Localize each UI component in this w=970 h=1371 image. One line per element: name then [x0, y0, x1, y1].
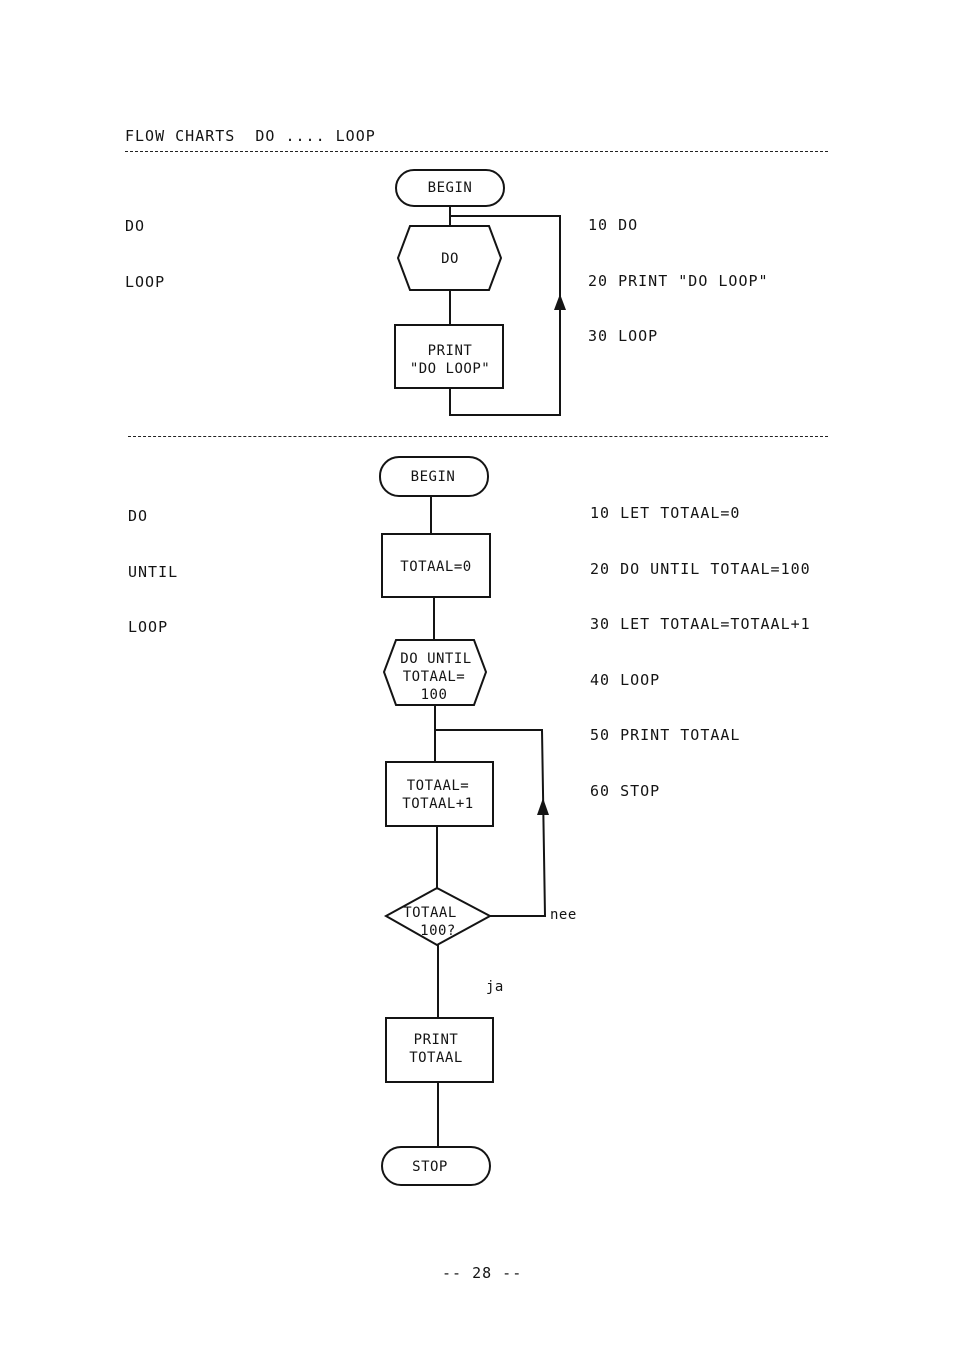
section2-label-line-2: UNTIL [128, 562, 179, 581]
do-until-line-2: TOTAAL= [403, 669, 466, 685]
section1-code-listing: 10 DO 20 PRINT "DO LOOP" 30 LOOP [588, 179, 769, 383]
section1-label-line-1: DO [125, 217, 146, 235]
print-total-box [385, 1017, 494, 1083]
stop-terminal [381, 1146, 491, 1186]
init-process-box [381, 533, 491, 598]
header-divider [125, 151, 828, 152]
flowchart-do-until-loop: BEGIN TOTAAL=0 DO UNTIL TOTAAL= 100 TOTA… [379, 456, 577, 1186]
begin-terminal-label: BEGIN [428, 180, 473, 196]
code-line: 10 DO [588, 216, 639, 234]
section2-code-listing: 10 LET TOTAAL=0 20 DO UNTIL TOTAAL=100 3… [590, 467, 811, 837]
begin-terminal-2-label: BEGIN [411, 469, 456, 485]
do-until-line-1: DO UNTIL [400, 651, 471, 667]
no-branch-arrow-up-icon [537, 798, 549, 815]
code-line: 30 LET TOTAAL=TOTAAL+1 [590, 615, 811, 633]
print-total-line-2: TOTAAL [409, 1050, 463, 1066]
no-branch-label: nee [550, 907, 577, 923]
begin-terminal-2 [379, 456, 489, 497]
section1-label-line-2: LOOP [125, 272, 166, 291]
code-line: 20 DO UNTIL TOTAAL=100 [590, 559, 811, 578]
flowchart-do-loop: BEGIN DO PRINT "DO LOOP" [394, 169, 566, 416]
code-line: 30 LOOP [588, 327, 659, 345]
init-process-label: TOTAAL=0 [400, 559, 471, 575]
code-line: 20 PRINT "DO LOOP" [588, 271, 769, 290]
begin-terminal [395, 169, 505, 207]
code-line: 50 PRINT TOTAAL [590, 726, 741, 744]
section-divider [128, 436, 828, 437]
print-process-box [394, 324, 504, 389]
do-until-hexagon [382, 639, 488, 706]
print-process-line-1: PRINT [428, 343, 473, 359]
loop-arrow-up-icon [554, 294, 566, 310]
section2-label: DO UNTIL LOOP [128, 470, 178, 674]
decision-line-1: TOTAAL [403, 905, 457, 921]
code-line: 40 LOOP [590, 670, 661, 689]
section2-label-line-1: DO [128, 507, 149, 525]
print-total-line-1: PRINT [414, 1032, 459, 1048]
increment-line-1: TOTAAL= [407, 778, 470, 794]
do-hexagon-label: DO [441, 251, 459, 267]
no-branch-loop-line [435, 729, 547, 917]
loop-back-line [449, 215, 561, 416]
increment-line-2: TOTAAL+1 [402, 796, 473, 812]
page-title: FLOW CHARTS DO .... LOOP [125, 127, 376, 145]
code-line: 10 LET TOTAAL=0 [590, 504, 741, 522]
decision-diamond [383, 886, 493, 947]
print-process-line-2: "DO LOOP" [410, 361, 490, 377]
code-line: 60 STOP [590, 781, 661, 800]
increment-process-box [385, 761, 494, 827]
stop-terminal-label: STOP [412, 1159, 448, 1175]
page-number: -- 28 -- [442, 1264, 523, 1282]
do-until-line-3: 100 [421, 687, 448, 703]
do-hexagon [396, 225, 503, 291]
decision-line-2: 100? [420, 923, 456, 939]
yes-branch-label: ja [486, 979, 504, 995]
section2-label-line-3: LOOP [128, 618, 169, 636]
section1-label: DO LOOP [125, 180, 165, 328]
